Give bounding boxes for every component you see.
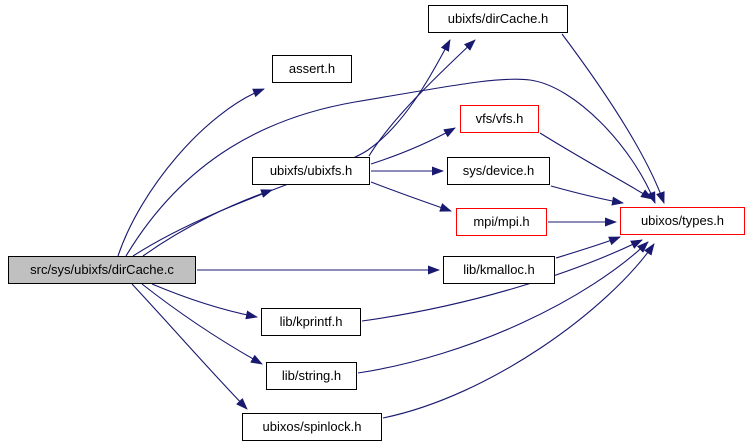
node-mpi-mpi-h[interactable]: mpi/mpi.h <box>456 208 547 236</box>
node-vfs-vfs-h[interactable]: vfs/vfs.h <box>460 105 539 133</box>
node-lib-kprintf-h[interactable]: lib/kprintf.h <box>261 308 361 336</box>
edge-dircache_c-to-dircache_h <box>132 39 451 257</box>
edge-dircache_c-to-string_h <box>141 283 263 365</box>
edge-spinlock_h-to-types_h <box>382 243 655 419</box>
node-assert-h[interactable]: assert.h <box>272 55 352 83</box>
node-ubixos-types-h[interactable]: ubixos/types.h <box>620 207 745 235</box>
edge-dircache_c-to-assert_h <box>117 88 265 257</box>
edge-ubixfs_h-to-dircache_h <box>368 39 476 157</box>
node-lib-string-h[interactable]: lib/string.h <box>266 362 357 390</box>
node-src-sys-ubixfs-dircache-c: src/sys/ubixfs/dirCache.c <box>8 256 196 284</box>
edge-dircache_c-to-kprintf_h <box>151 283 258 320</box>
edge-dircache_c-to-spinlock_h <box>131 283 248 410</box>
edge-kmalloc_h-to-types_h <box>555 236 621 259</box>
node-ubixos-spinlock-h[interactable]: ubixos/spinlock.h <box>242 413 382 441</box>
edge-dircache_c-to-types_h <box>125 78 656 257</box>
edge-vfs_h-to-types_h <box>539 132 653 200</box>
node-ubixfs-ubixfs-h[interactable]: ubixfs/ubixfs.h <box>252 157 370 185</box>
edge-dircache_c-to-ubixfs_h <box>142 189 273 257</box>
edge-string_h-to-types_h <box>357 241 649 374</box>
edge-dircache_h-to-types_h <box>561 33 665 204</box>
node-sys-device-h[interactable]: sys/device.h <box>447 157 550 185</box>
edge-device_h-to-types_h <box>550 185 624 206</box>
node-lib-kmalloc-h[interactable]: lib/kmalloc.h <box>443 256 555 284</box>
edge-ubixfs_h-to-vfs_h <box>370 127 456 165</box>
edge-kprintf_h-to-types_h <box>361 239 643 322</box>
edge-ubixfs_h-to-mpi_h <box>370 181 452 212</box>
node-ubixfs-dircache-h[interactable]: ubixfs/dirCache.h <box>428 5 568 33</box>
